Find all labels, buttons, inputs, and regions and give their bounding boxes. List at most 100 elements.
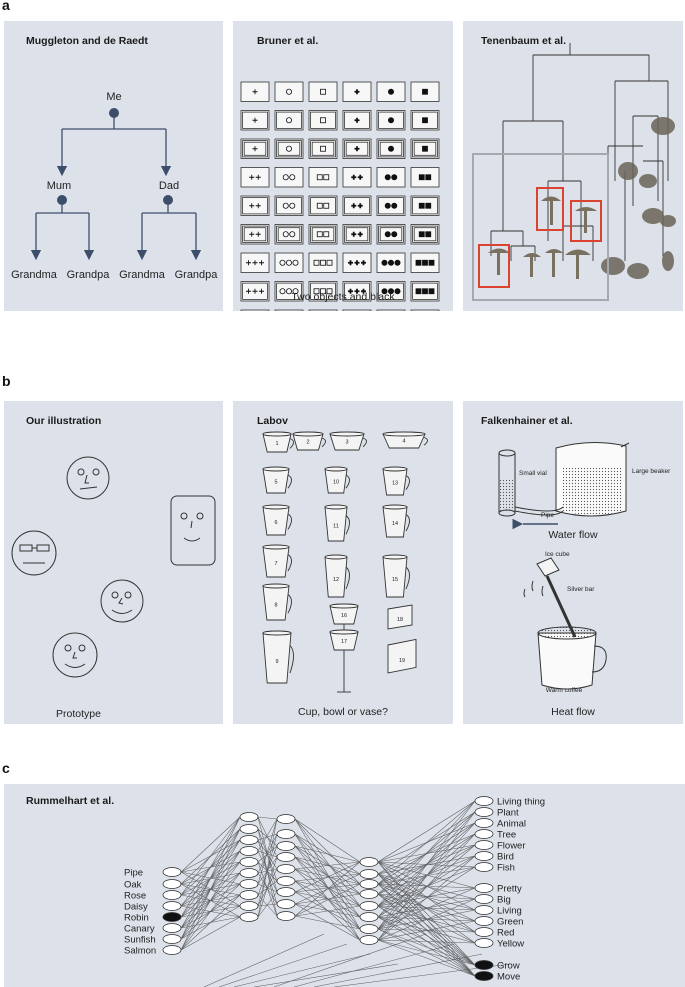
output-label: Tree — [497, 830, 516, 841]
bruner-card — [308, 309, 338, 311]
hidden-node — [239, 879, 259, 889]
bruner-card — [274, 81, 304, 102]
silver-bar-label: Silver bar — [567, 586, 595, 593]
labov-vessel — [292, 431, 326, 451]
bruner-card — [376, 81, 406, 102]
bruner-card — [410, 252, 440, 273]
labov-number: 4 — [402, 438, 405, 444]
output-node — [474, 840, 494, 850]
labov-number: 1 — [275, 441, 278, 447]
hidden-node — [239, 901, 259, 911]
hidden-node — [239, 824, 259, 834]
bruner-card — [410, 195, 440, 216]
bruner-card — [308, 195, 338, 216]
output-node — [474, 960, 494, 970]
bruner-card — [240, 195, 270, 216]
bruner-card — [308, 138, 338, 159]
falkenhainer-panel: Falkenhainer et al. — [463, 401, 683, 724]
labov-number: 18 — [397, 617, 403, 623]
labov-number: 3 — [345, 440, 348, 446]
input-label: Pipe — [124, 868, 143, 879]
output-node — [474, 862, 494, 872]
bruner-card — [308, 224, 338, 245]
input-node — [162, 879, 182, 889]
hidden-node — [359, 869, 379, 879]
bruner-card — [410, 138, 440, 159]
face-4 — [100, 579, 144, 623]
highlight-box-2 — [536, 187, 564, 231]
face-prototype — [52, 632, 98, 678]
bruner-card — [274, 138, 304, 159]
hidden-node — [359, 935, 379, 945]
output-label: Big — [497, 895, 511, 906]
bruner-card — [308, 281, 338, 302]
face-rect — [170, 495, 216, 566]
heat-flow-caption: Heat flow — [551, 706, 595, 718]
bruner-card — [410, 167, 440, 188]
input-node — [162, 890, 182, 900]
labov-caption: Cup, bowl or vase? — [298, 706, 388, 718]
small-vial-label: Small vial — [519, 470, 547, 477]
bruner-card — [240, 167, 270, 188]
bruner-card — [342, 195, 372, 216]
warm-coffee-label: Warm coffee — [546, 687, 583, 694]
labov-vessel — [387, 638, 417, 674]
bruner-card — [342, 252, 372, 273]
pipe-label: Pipe — [541, 512, 554, 519]
hidden-node — [359, 879, 379, 889]
panel-label-a: a — [2, 0, 10, 13]
bruner-card — [274, 281, 304, 302]
hidden-node — [239, 868, 259, 878]
output-label: Yellow — [497, 939, 524, 950]
bruner-card — [342, 309, 372, 311]
bruner-card — [308, 81, 338, 102]
hidden-node — [359, 924, 379, 934]
muggleton-title: Muggleton and de Raedt — [26, 35, 148, 47]
bruner-card — [376, 224, 406, 245]
labov-number: 15 — [392, 577, 398, 583]
highlight-box-1 — [478, 244, 510, 288]
hidden-node — [276, 841, 296, 851]
output-node — [474, 938, 494, 948]
output-node — [474, 807, 494, 817]
labov-vessel — [382, 504, 410, 538]
bruner-card — [410, 81, 440, 102]
bruner-card — [342, 167, 372, 188]
highlight-box-3 — [570, 200, 602, 242]
hidden-node — [276, 911, 296, 921]
node-dad — [163, 195, 173, 205]
hidden-node — [239, 812, 259, 822]
labov-vessel — [324, 554, 350, 598]
hidden-node — [276, 887, 296, 897]
input-label: Sunfish — [124, 935, 156, 946]
ice-cube-label: Ice cube — [545, 551, 570, 558]
hidden-node — [276, 899, 296, 909]
output-label: Fish — [497, 863, 515, 874]
node-me — [109, 108, 119, 118]
hidden-node — [276, 852, 296, 862]
bruner-card — [240, 138, 270, 159]
face-1 — [66, 456, 110, 500]
hidden-node — [239, 846, 259, 856]
input-label: Salmon — [124, 946, 156, 957]
output-node — [474, 818, 494, 828]
tenenbaum-title: Tenenbaum et al. — [481, 35, 566, 47]
hidden-node — [276, 864, 296, 874]
bruner-card — [376, 110, 406, 131]
labov-vessel — [262, 544, 292, 578]
bruner-card — [376, 309, 406, 311]
prototype-caption: Prototype — [56, 708, 101, 720]
input-label: Daisy — [124, 902, 148, 913]
bruner-card — [410, 224, 440, 245]
labov-number: 17 — [341, 639, 347, 645]
input-node — [162, 923, 182, 933]
falkenhainer-title: Falkenhainer et al. — [481, 415, 573, 427]
labov-vessel — [262, 466, 292, 494]
output-label: Animal — [497, 819, 526, 830]
output-label: Living — [497, 906, 522, 917]
labov-number: 2 — [306, 440, 309, 446]
label-grandma-1: Grandma — [11, 269, 58, 281]
output-node — [474, 916, 494, 926]
labov-number: 8 — [274, 602, 277, 608]
